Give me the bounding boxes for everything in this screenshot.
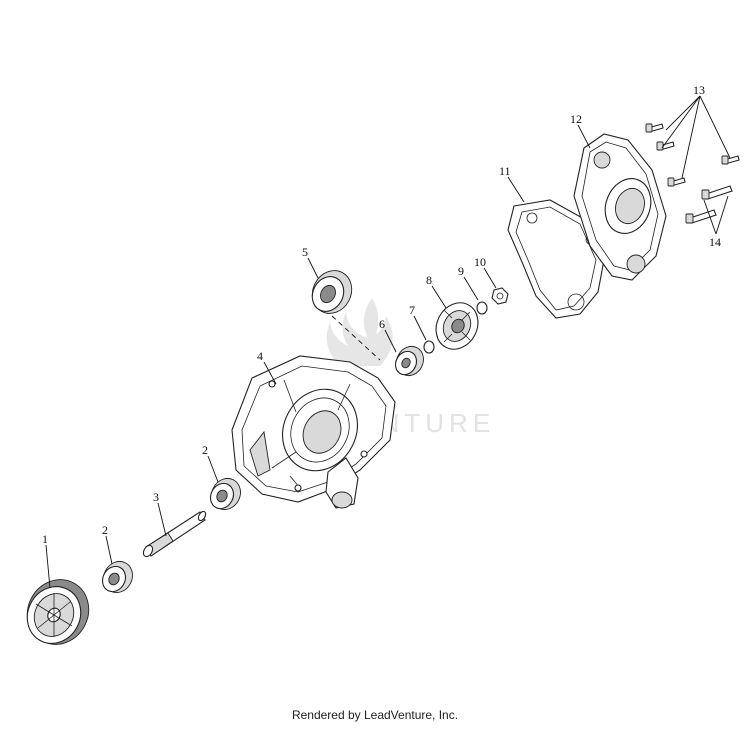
leader-lines bbox=[45, 95, 731, 589]
callout-2-lower: 2 bbox=[102, 523, 108, 537]
callout-3: 3 bbox=[153, 490, 159, 504]
bolt bbox=[721, 155, 740, 165]
part-11-gasket bbox=[507, 199, 605, 319]
bolt bbox=[656, 141, 675, 151]
callout-14: 14 bbox=[709, 235, 721, 249]
bolt bbox=[685, 209, 717, 224]
callout-9: 9 bbox=[458, 264, 464, 278]
callout-7: 7 bbox=[409, 303, 415, 317]
part-5-seal bbox=[311, 270, 353, 314]
part-2-bearing-upper bbox=[209, 477, 241, 511]
part-9-washer bbox=[476, 301, 488, 315]
part-4-housing bbox=[231, 355, 396, 509]
bolt bbox=[645, 123, 664, 133]
callout-10: 10 bbox=[474, 255, 486, 269]
callout-8: 8 bbox=[426, 273, 432, 287]
part-12-cover bbox=[573, 133, 667, 281]
part-8-impeller bbox=[435, 302, 479, 350]
callout-1: 1 bbox=[42, 532, 48, 546]
part-2-bearing-lower bbox=[101, 560, 133, 594]
bolt bbox=[667, 177, 686, 187]
part-10-nut bbox=[491, 287, 509, 305]
callout-11: 11 bbox=[499, 164, 511, 178]
watermark-flame-icon bbox=[326, 298, 393, 366]
callout-13: 13 bbox=[693, 83, 705, 97]
bolt bbox=[701, 185, 733, 200]
callout-2-upper: 2 bbox=[202, 443, 208, 457]
callout-5: 5 bbox=[302, 245, 308, 259]
callout-4: 4 bbox=[257, 349, 263, 363]
part-3-shaft bbox=[142, 510, 207, 558]
callouts: 1 2 2 3 4 5 6 7 8 9 10 11 12 13 14 bbox=[42, 83, 721, 546]
part-6-bushing bbox=[394, 345, 424, 377]
footer-credit: Rendered by LeadVenture, Inc. bbox=[291, 708, 459, 722]
axis-dashed-line bbox=[331, 315, 381, 361]
part-7-o-ring bbox=[423, 340, 435, 354]
part-14-bolts bbox=[685, 185, 733, 224]
callout-12: 12 bbox=[570, 112, 582, 126]
part-1-gear bbox=[26, 579, 90, 645]
part-13-bolts bbox=[645, 123, 740, 187]
callout-6: 6 bbox=[379, 317, 385, 331]
